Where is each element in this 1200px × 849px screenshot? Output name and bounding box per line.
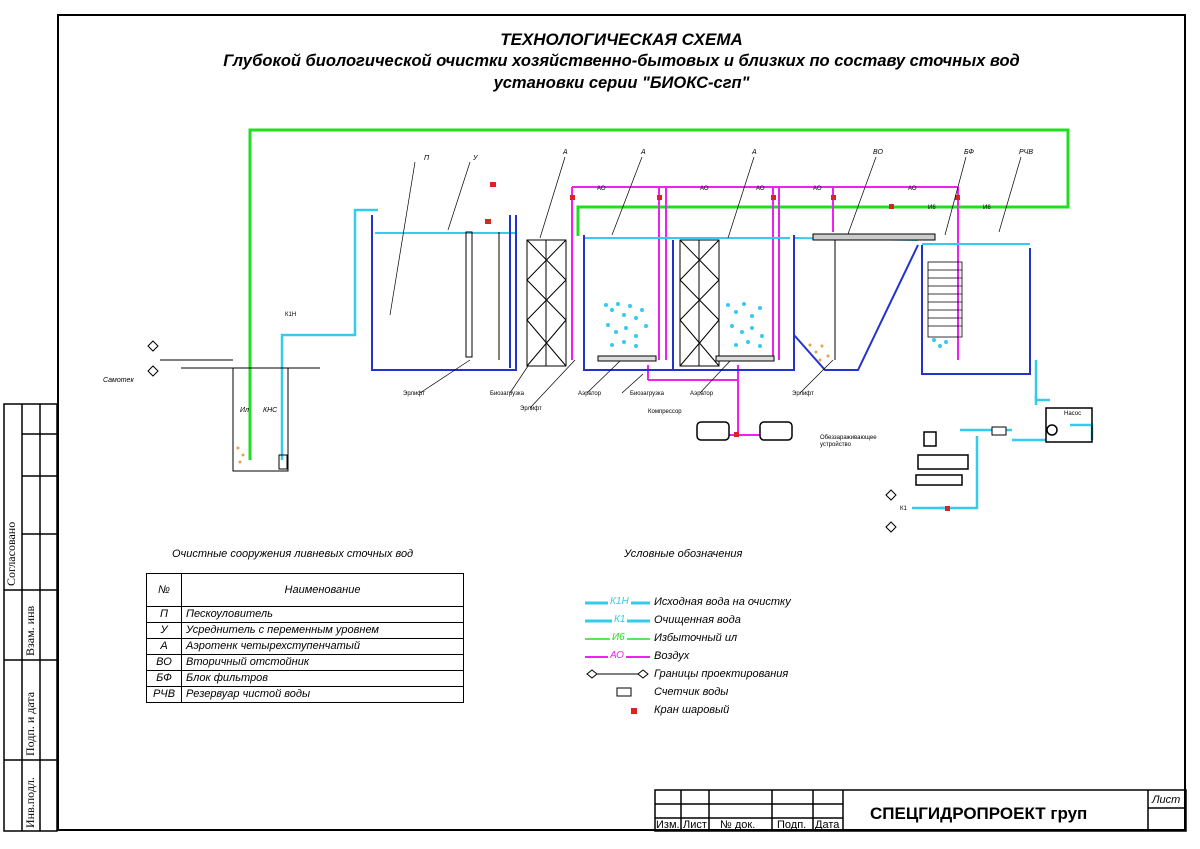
tank-walls <box>371 215 1031 375</box>
compressors <box>696 421 793 441</box>
air-bubbles <box>604 302 948 348</box>
sludge-line <box>248 128 1070 460</box>
conv-text-boundary: Границы проектирования <box>654 668 789 680</box>
sidebar-inv: Инв.подл. <box>23 777 37 828</box>
ball-valves <box>485 182 960 511</box>
conv-text-k1n: Исходная вода на очистку <box>654 596 791 608</box>
air-line <box>571 186 959 436</box>
tag-bf: БФ <box>964 149 974 156</box>
label-kompressor: Компрессор <box>648 409 682 415</box>
pump <box>1045 407 1093 443</box>
label-ib-1: И6 <box>928 205 936 211</box>
label-biozagruzka-1: Биозагрузка <box>490 391 525 397</box>
label-samotek: Самотек <box>103 377 134 384</box>
aerator-plates <box>597 355 775 362</box>
boundary-markers <box>147 340 897 533</box>
conv-code-k1: К1 <box>612 614 628 625</box>
kns-well <box>160 359 320 472</box>
legend-table-title: Очистные сооружения ливневых сточных вод <box>172 548 414 560</box>
stamp-doc: № док. <box>720 819 756 831</box>
tag-a2: А <box>640 149 646 156</box>
vo-plate <box>812 233 936 241</box>
water-lines <box>280 208 1094 510</box>
conv-code-ib: И6 <box>610 632 627 643</box>
label-biozagruzka-2: Биозагрузка <box>630 391 665 397</box>
conv-text-ao: Воздух <box>654 650 690 662</box>
label-erlift-3: Эрлифт <box>792 391 814 397</box>
label-ao-4: АО <box>813 186 822 192</box>
page-subtitle-series: установки серии "БИОКС-сгп" <box>493 74 750 92</box>
drawing-frame <box>57 14 1186 831</box>
label-ao-2: АО <box>700 186 709 192</box>
col-no: № <box>146 573 182 607</box>
sidebar-vzam: Взам. инв <box>23 605 37 656</box>
biozagruzka-block-1 <box>526 239 567 367</box>
stamp-podp: Подп. <box>777 819 807 831</box>
label-aerator-2: Аэратор <box>690 391 714 397</box>
tag-a1: А <box>562 149 568 156</box>
sheet-label: Лист <box>1152 794 1181 806</box>
label-aerator-1: Аэратор <box>578 391 602 397</box>
conv-text-ib: Избыточный ил <box>654 632 738 644</box>
tag-rchv: РЧВ <box>1019 149 1033 156</box>
stamp-list: Лист <box>683 819 707 831</box>
label-ao-1: АО <box>597 186 606 192</box>
conv-code-k1n: К1Н <box>608 596 631 607</box>
label-erlift-1: Эрлифт <box>403 391 425 397</box>
stamp-izm: Изм. <box>656 819 680 831</box>
filter-block <box>927 261 963 338</box>
page-subtitle: Глубокой биологической очистки хозяйстве… <box>223 52 1020 70</box>
disinfection-unit <box>915 431 969 486</box>
conv-text-meter: Счетчик воды <box>654 686 729 698</box>
sidebar-podp-data: Подп. и дата <box>23 691 37 756</box>
biozagruzka-block-2 <box>679 239 720 367</box>
sludge-dots <box>236 343 830 464</box>
company-name: СПЕЦГИДРОПРОЕКТ груп <box>870 804 1088 823</box>
stamp-data: Дата <box>815 819 840 831</box>
label-obezz-1: Обеззараживающее <box>820 435 877 441</box>
conv-text-valve: Кран шаровый <box>654 704 730 716</box>
label-kns: КНС <box>263 407 278 414</box>
tag-u: У <box>472 155 479 162</box>
label-k1n: К1Н <box>285 312 296 318</box>
page-title: ТЕХНОЛОГИЧЕСКАЯ СХЕМА <box>500 30 743 49</box>
label-obezz-2: устройство <box>820 441 852 448</box>
label-k1: К1 <box>900 506 907 512</box>
water-meter-icon <box>991 426 1007 436</box>
erlift-pipes <box>465 231 500 360</box>
label-nasos: Насос <box>1064 411 1081 417</box>
label-ao-3: АО <box>756 186 765 192</box>
tag-leaders <box>389 156 1022 409</box>
sidebar-soglasovano: Согласовано <box>4 521 18 586</box>
tag-a3: А <box>751 149 757 156</box>
label-erlift-2: Эрлифт <box>520 406 542 412</box>
conv-text-k1: Очищенная вода <box>654 614 741 626</box>
label-ao-5: АО <box>908 186 917 192</box>
label-ib-2: И6 <box>983 205 991 211</box>
tag-p: П <box>424 155 430 162</box>
tag-vo: ВО <box>873 149 884 156</box>
label-il: Ил <box>240 407 249 414</box>
conv-code-ao: АО <box>608 650 626 661</box>
conventions-title: Условные обозначения <box>624 548 743 560</box>
